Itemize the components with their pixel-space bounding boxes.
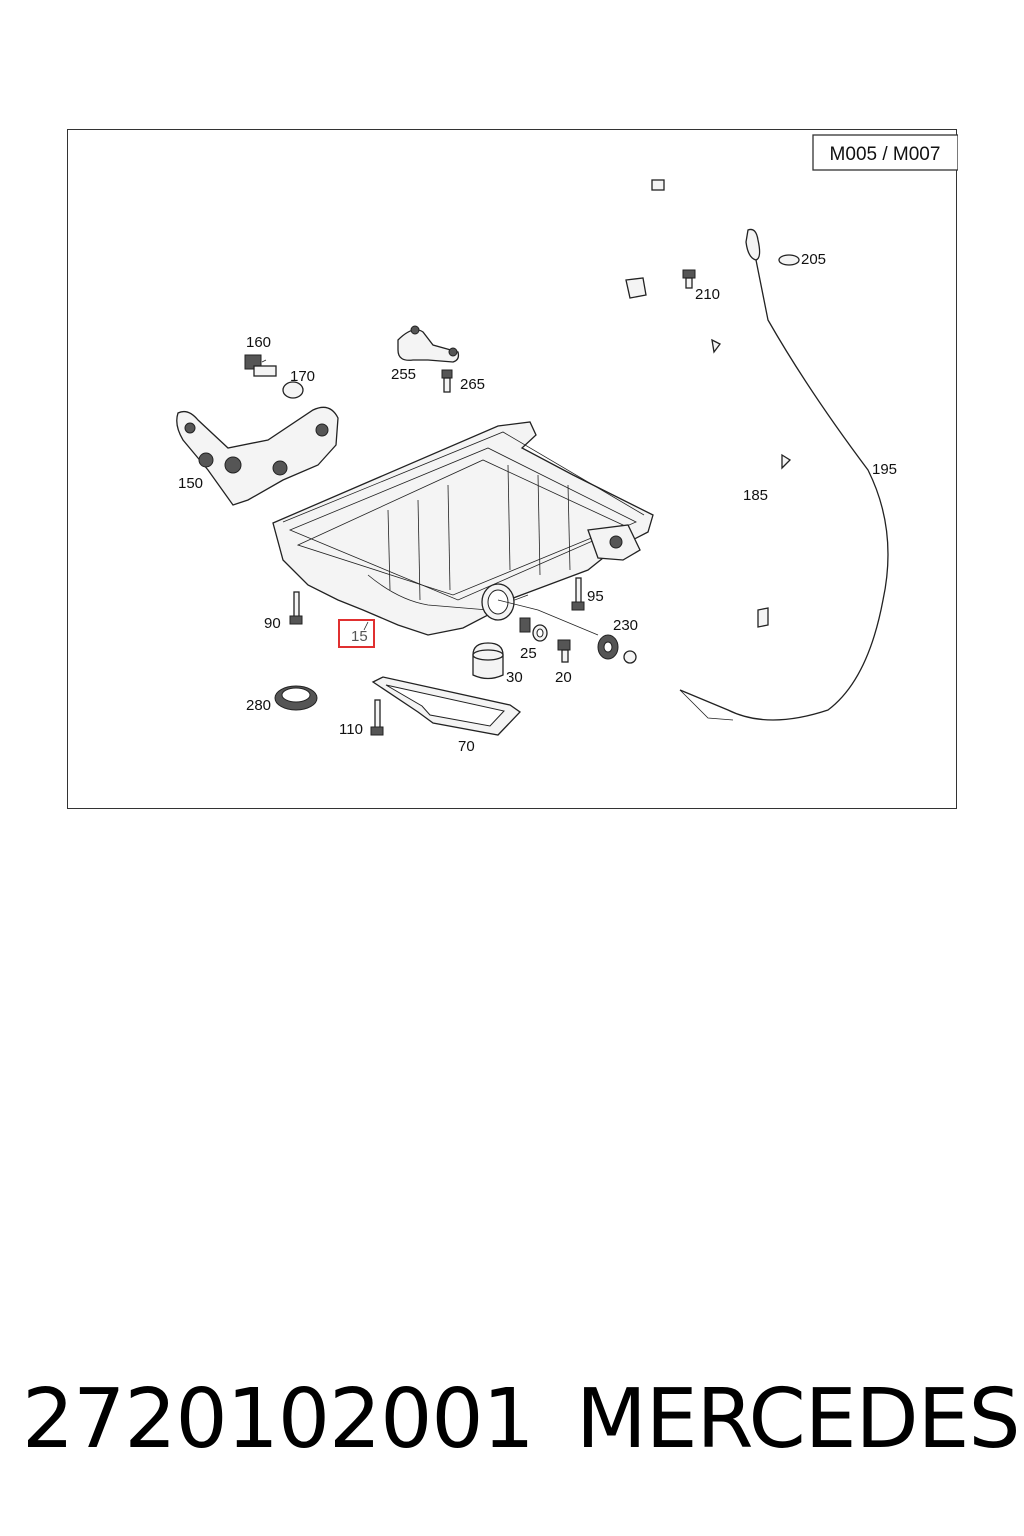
callout-150: 150 xyxy=(178,475,203,492)
highlighted-callout[interactable]: 15 xyxy=(338,619,375,648)
o-ring[interactable] xyxy=(778,254,800,266)
oil-drain-plug[interactable] xyxy=(557,639,571,663)
callout-265: 265 xyxy=(460,376,485,393)
engine-mount-bracket[interactable] xyxy=(176,406,339,506)
callout-185: 185 xyxy=(743,487,768,504)
callout-170: 170 xyxy=(290,368,315,385)
bolt[interactable] xyxy=(571,577,585,611)
model-label-box: M005 / M007 xyxy=(812,134,958,171)
oil-dipstick[interactable] xyxy=(679,228,889,721)
leader-lines xyxy=(261,359,599,636)
footer: 2720102001 MERCEDES xyxy=(0,1365,1024,1475)
bushing[interactable] xyxy=(282,381,304,399)
parts-diagram-frame: M005 / M007 xyxy=(67,129,958,809)
callout-20: 20 xyxy=(555,669,572,686)
callout-15: 15 xyxy=(351,628,368,645)
callout-230: 230 xyxy=(613,617,638,634)
grommet[interactable] xyxy=(597,634,619,660)
dipstick-guide-tube[interactable] xyxy=(623,179,792,664)
oil-filter-cap[interactable] xyxy=(472,642,504,680)
highlight-box xyxy=(338,619,375,648)
callout-30: 30 xyxy=(506,669,523,686)
plug[interactable] xyxy=(519,617,531,633)
radial-seal[interactable] xyxy=(274,685,318,711)
brand-name: MERCEDES xyxy=(576,1372,1021,1467)
callout-205: 205 xyxy=(801,251,826,268)
oil-pan-exploded-diagram: M005 / M007 xyxy=(176,134,958,755)
part-number: 2720102001 xyxy=(22,1372,535,1467)
callout-210: 210 xyxy=(695,286,720,303)
bolt[interactable] xyxy=(441,369,453,393)
oil-pan[interactable] xyxy=(272,421,654,636)
bolt[interactable] xyxy=(370,699,384,736)
bolt[interactable] xyxy=(682,269,696,289)
sealing-ring[interactable] xyxy=(532,624,548,642)
callouts: 160 170 150 255 265 210 205 185 195 90 9… xyxy=(178,251,897,755)
callout-25: 25 xyxy=(520,645,537,662)
callout-160: 160 xyxy=(246,334,271,351)
callout-90: 90 xyxy=(264,615,281,632)
bolt[interactable] xyxy=(244,354,277,377)
model-label: M005 / M007 xyxy=(830,144,941,165)
callout-70: 70 xyxy=(458,738,475,755)
callout-110: 110 xyxy=(339,721,363,738)
bolt[interactable] xyxy=(289,591,303,625)
oil-pan-gasket[interactable] xyxy=(371,676,521,736)
bracket[interactable] xyxy=(397,325,460,363)
callout-195: 195 xyxy=(872,461,897,478)
callout-255: 255 xyxy=(391,366,416,383)
callout-280: 280 xyxy=(246,697,271,714)
callout-95: 95 xyxy=(587,588,604,605)
